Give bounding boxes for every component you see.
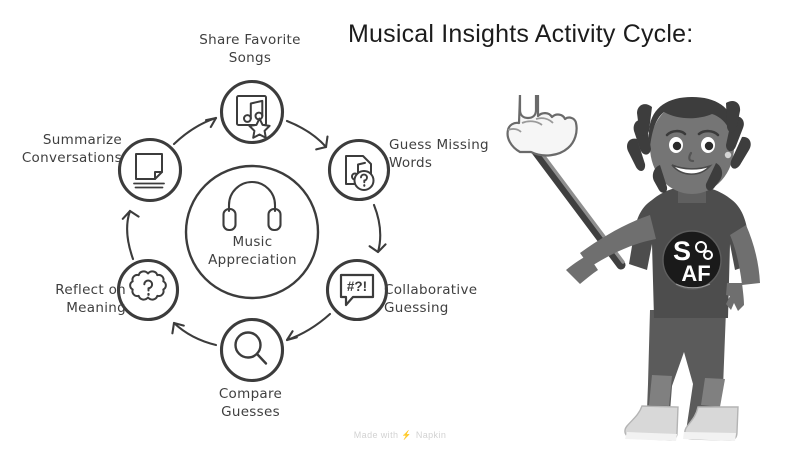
node-label-compare-guesses: Compare Guesses: [218, 386, 283, 420]
shirt-logo-secondary: AF: [681, 261, 710, 286]
center-circle: [184, 164, 320, 300]
node-label-collaborative-guessing: Collaborative Guessing: [384, 282, 478, 316]
node-circle-collaborative-guessing: [325, 258, 389, 322]
node-label-summarize-conversations: Summarize Conversations: [21, 132, 122, 166]
magnifier-icon: [234, 331, 268, 365]
node-circle-summarize-conversations: [117, 137, 183, 203]
node-circle-guess-missing-words: [327, 138, 391, 202]
lightning-bolt-icon: ⚡: [402, 430, 413, 440]
shirt-logo-primary: S: [673, 236, 691, 266]
music-document-question-icon: [345, 155, 375, 191]
shirt-logo: S AF: [662, 230, 722, 290]
node-label-guess-missing-words: Guess Missing Words: [389, 137, 489, 171]
cycle-arrows: [121, 116, 387, 347]
node-circle-share-favorite-songs: [219, 79, 285, 145]
speech-bubble-text: #?!: [347, 279, 367, 294]
node-circle-compare-guesses: [219, 317, 285, 383]
watermark-prefix: Made with: [353, 430, 399, 440]
watermark-brand: Napkin: [415, 430, 447, 440]
speech-bubble-icon: [339, 273, 375, 307]
character-graphics: S AF: [506, 95, 760, 441]
napkin-watermark: Made with ⚡ Napkin: [0, 430, 800, 441]
character-head: [627, 97, 751, 194]
node-label-share-favorite-songs: Share Favorite Songs: [199, 32, 301, 66]
character-arms: [566, 215, 760, 311]
node-circle-reflect-on-meaning: [116, 258, 180, 322]
center-label: Music Appreciation: [208, 234, 297, 268]
pointing-hand-icon: [506, 95, 578, 157]
presenter-character: S AF: [500, 95, 800, 450]
thought-bubble-question-icon: [129, 270, 167, 301]
cycle-graphics: #?!: [116, 79, 391, 383]
page-title: Musical Insights Activity Cycle:: [348, 20, 694, 48]
node-label-reflect-on-meaning: Reflect on Meaning: [55, 282, 126, 316]
character-legs: [624, 310, 739, 441]
cycle-diagram: #?!: [21, 32, 489, 420]
music-star-icon: [236, 95, 271, 139]
note-page-icon: [133, 153, 165, 189]
headphones-icon: [222, 181, 282, 232]
